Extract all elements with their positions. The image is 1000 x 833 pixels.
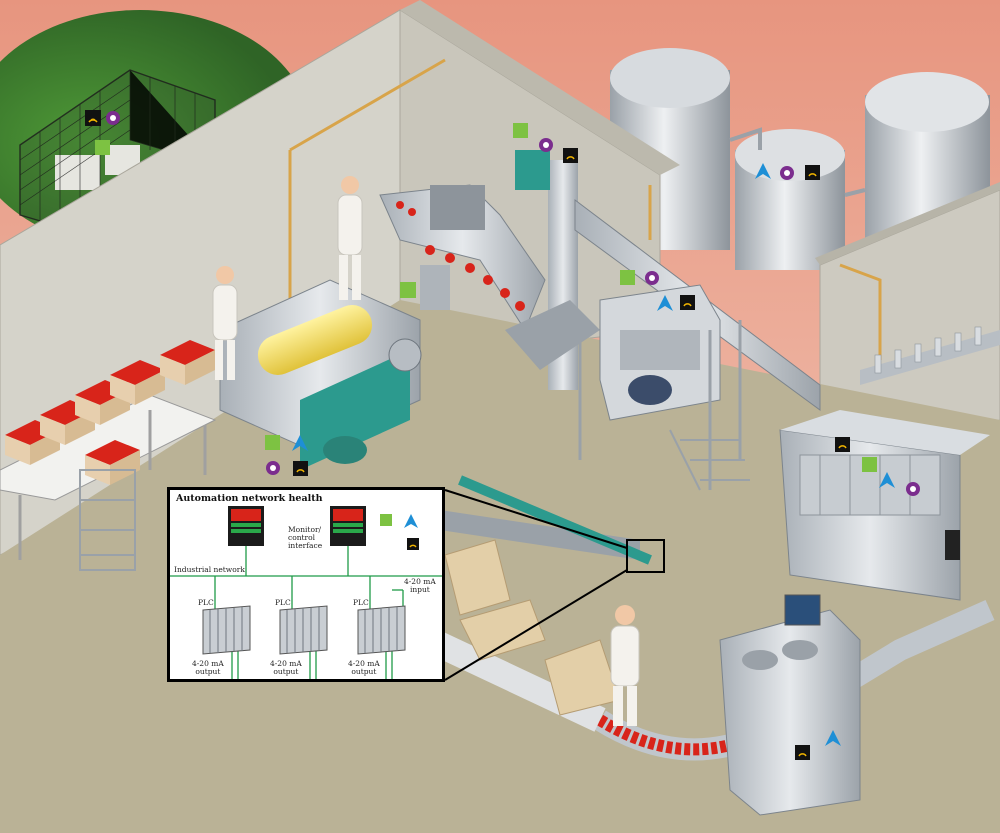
washing-machine [219, 279, 422, 470]
workers [212, 176, 640, 726]
plc-label-1: PLC [198, 598, 214, 607]
utility-pipes [288, 58, 882, 360]
labeling-machine [719, 594, 861, 816]
bottle-conveyor-upper [860, 326, 1000, 385]
sorting-conveyor [379, 184, 546, 332]
wireless-signal-icon [563, 148, 578, 163]
output-label-3: 4-20 mA output [348, 659, 380, 676]
status-icons [85, 110, 920, 760]
plc-label-3: PLC [353, 598, 369, 607]
status-square-icon [265, 435, 280, 450]
navigation-arrow-icon [404, 514, 418, 528]
monitor-1 [228, 506, 264, 546]
inset-title: Automation network health [176, 493, 323, 504]
plc-rack-1 [202, 605, 251, 655]
wireless-signal-icon [795, 745, 810, 760]
navigation-arrow-icon [657, 295, 673, 311]
wireless-signal-icon [680, 295, 695, 310]
navigation-arrow-icon [755, 163, 771, 179]
evaporator-unit [578, 284, 750, 491]
monitor-2 [330, 506, 366, 546]
network-diagram [170, 506, 442, 679]
navigation-arrow-icon [292, 435, 308, 451]
output-label-2: 4-20 mA output [270, 659, 302, 676]
network-label: Industrial network [174, 565, 245, 574]
output-label-1: 4-20 mA output [192, 659, 224, 676]
plc-label-2: PLC [275, 598, 291, 607]
input-label: 4-20 mA input [404, 577, 436, 594]
wireless-signal-icon [85, 110, 101, 126]
filling-machine [779, 410, 990, 601]
status-square-icon [400, 282, 416, 298]
plc-rack-2 [279, 605, 328, 655]
status-square-icon [95, 140, 110, 155]
network-health-inset: Automation network health Monitor/ contr… [167, 487, 445, 682]
wireless-signal-icon [293, 461, 308, 476]
monitor-label: Monitor/ control interface [288, 525, 323, 550]
callout-lines [444, 489, 665, 681]
wireless-signal-icon [835, 437, 850, 452]
status-square-icon [380, 514, 392, 526]
shipping-boxes [444, 539, 621, 716]
tomato-crate-table [0, 340, 217, 571]
navigation-arrow-icon [879, 472, 895, 488]
plc-rack-3 [357, 605, 406, 655]
status-square-icon [862, 457, 877, 472]
wireless-signal-icon [407, 538, 419, 550]
navigation-arrow-icon [825, 730, 841, 746]
status-square-icon [620, 270, 635, 285]
wireless-signal-icon [805, 165, 820, 180]
status-square-icon [513, 123, 528, 138]
